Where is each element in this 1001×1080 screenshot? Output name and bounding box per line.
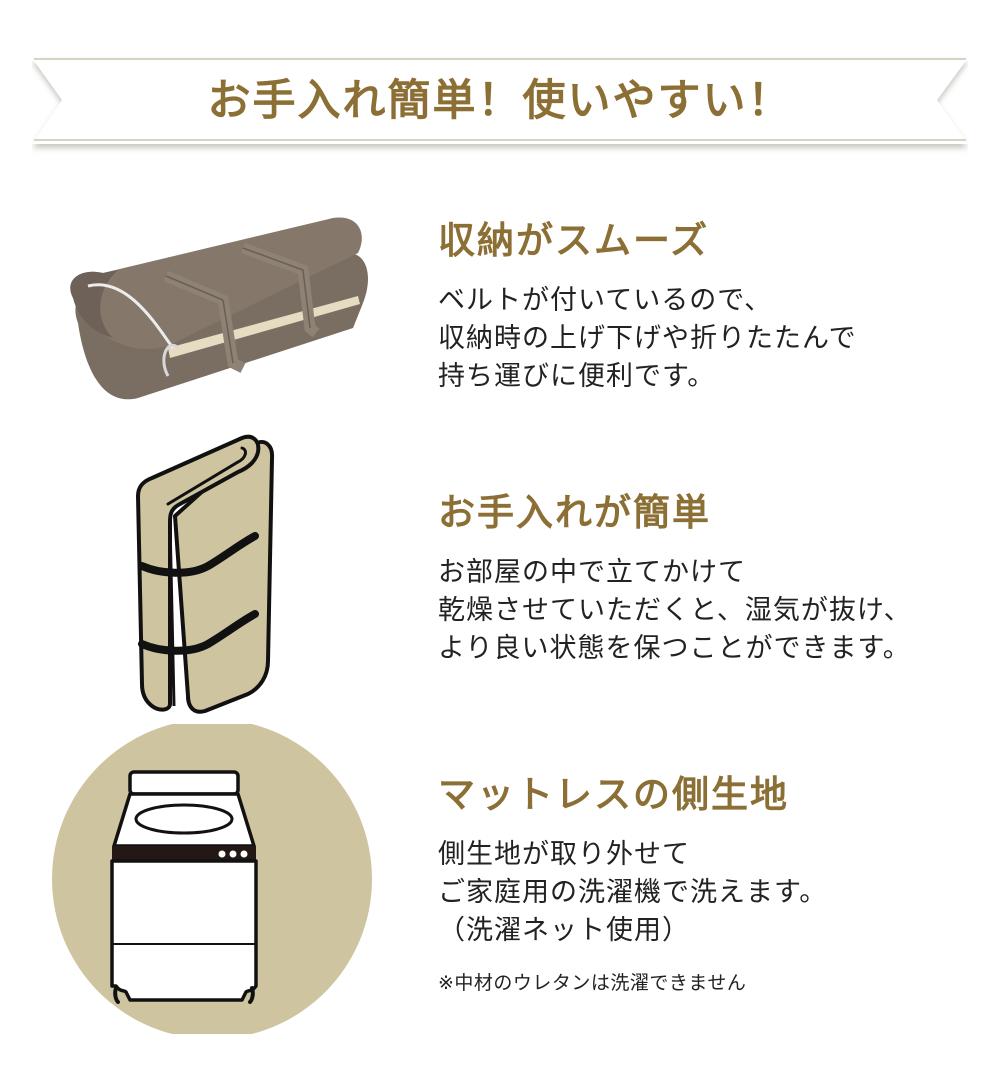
feature-washable-cover-text: マットレスの側生地 側生地が取り外せて ご家庭用の洗濯機で洗えます。 （洗濯ネッ… [438, 772, 827, 995]
description-line: 乾燥させていただくと、湿気が抜け、 [438, 595, 912, 626]
feature-maintenance-text: お手入れが簡単 お部屋の中で立てかけて 乾燥させていただくと、湿気が抜け、 より… [438, 490, 912, 668]
description-line: ベルトが付いているので、 [438, 285, 773, 316]
rolled-mattress-image [58, 208, 373, 407]
feature-storage-text: 収納がスムーズ ベルトが付いているので、 収納時の上げ下げや折りたたんで 持ち運… [438, 218, 857, 396]
description-line: より良い状態を保つことができます。 [438, 633, 911, 664]
description-line: （洗濯ネット使用） [438, 915, 690, 946]
description-line: 収納時の上げ下げや折りたたんで [438, 323, 857, 354]
washing-note: ※中材のウレタンは洗濯できません [438, 972, 747, 994]
feature-description: お部屋の中で立てかけて 乾燥させていただくと、湿気が抜け、 より良い状態を保つこ… [438, 554, 912, 668]
standing-folded-mattress-icon [130, 426, 280, 720]
ribbon-shape [32, 58, 968, 144]
feature-description: 側生地が取り外せて ご家庭用の洗濯機で洗えます。 （洗濯ネット使用） [438, 836, 827, 950]
washing-machine-icon [52, 719, 372, 1039]
page-title: お手入れ簡単！使いやすい！ [207, 76, 793, 126]
description-line: 持ち運びに便利です。 [438, 361, 716, 392]
feature-heading: 収納がスムーズ [438, 218, 710, 262]
description-line: お部屋の中で立てかけて [438, 557, 746, 588]
feature-heading: お手入れが簡単 [438, 490, 711, 534]
feature-description: ベルトが付いているので、 収納時の上げ下げや折りたたんで 持ち運びに便利です。 [438, 282, 857, 396]
description-line: 側生地が取り外せて [438, 839, 690, 870]
feature-heading: マットレスの側生地 [438, 772, 789, 816]
description-line: ご家庭用の洗濯機で洗えます。 [438, 877, 828, 908]
header-banner: お手入れ簡単！使いやすい！ [32, 56, 968, 146]
